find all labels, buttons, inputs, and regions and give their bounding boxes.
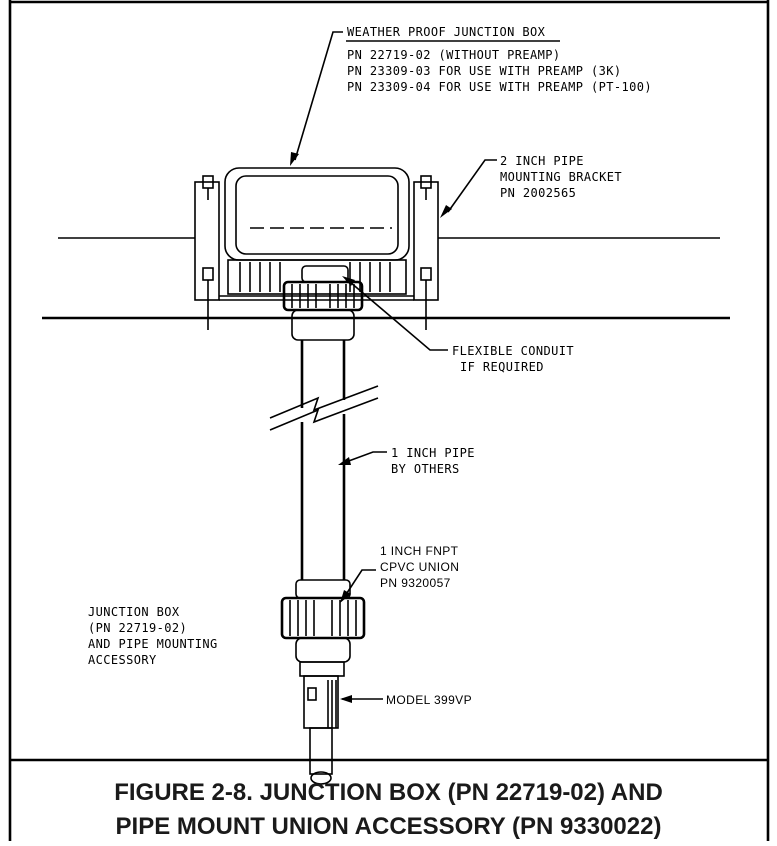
junction-box-title: WEATHER PROOF JUNCTION BOX <box>347 25 546 39</box>
svg-text:2 INCH PIPE: 2 INCH PIPE <box>500 154 584 168</box>
svg-text:BY OTHERS: BY OTHERS <box>391 462 460 476</box>
svg-text:PN 9320057: PN 9320057 <box>380 576 451 590</box>
bracket-bolt <box>420 175 432 330</box>
junction-box-pn-line: PN 23309-03 FOR USE WITH PREAMP (3K) <box>347 64 622 78</box>
svg-text:PN 2002565: PN 2002565 <box>500 186 576 200</box>
cooling-fins <box>239 262 391 292</box>
bottom-union <box>280 579 366 663</box>
pipe-label: 1 INCH PIPE BY OTHERS <box>391 446 475 476</box>
caption-line-2: PIPE MOUNT UNION ACCESSORY (PN 9330022) <box>115 813 662 840</box>
bracket-label: 2 INCH PIPE MOUNTING BRACKET PN 2002565 <box>500 154 622 200</box>
caption-line-1: FIGURE 2-8. JUNCTION BOX (PN 22719-02) A… <box>114 779 663 806</box>
svg-text:1 INCH PIPE: 1 INCH PIPE <box>391 446 475 460</box>
sensor-model-399vp <box>299 661 345 785</box>
junction-box <box>224 167 410 295</box>
svg-text:IF REQUIRED: IF REQUIRED <box>460 360 544 374</box>
junction-box-pn-line: PN 22719-02 (WITHOUT PREAMP) <box>347 48 561 62</box>
figure-caption: FIGURE 2-8. JUNCTION BOX (PN 22719-02) A… <box>0 776 777 844</box>
svg-text:FLEXIBLE CONDUIT: FLEXIBLE CONDUIT <box>452 344 574 358</box>
model-label: MODEL 399VP <box>386 693 472 707</box>
junction-box-pn-line: PN 23309-04 FOR USE WITH PREAMP (PT-100) <box>347 80 652 94</box>
side-note-label: JUNCTION BOX (PN 22719-02) AND PIPE MOUN… <box>88 605 218 667</box>
figure-frame <box>8 0 770 841</box>
horizontal-support-pipe <box>42 237 730 320</box>
svg-text:AND PIPE MOUNTING: AND PIPE MOUNTING <box>88 637 218 651</box>
junction-box-label: WEATHER PROOF JUNCTION BOX PN 22719-02 (… <box>346 25 652 94</box>
vertical-pipe <box>269 340 379 580</box>
conduit-label: FLEXIBLE CONDUIT IF REQUIRED <box>452 344 574 374</box>
svg-text:(PN 22719-02): (PN 22719-02) <box>88 621 187 635</box>
svg-text:ACCESSORY: ACCESSORY <box>88 653 157 667</box>
bracket-bolt <box>202 175 214 330</box>
svg-text:CPVC UNION: CPVC UNION <box>380 560 459 574</box>
svg-text:1 INCH FNPT: 1 INCH FNPT <box>380 544 459 558</box>
leader-lines <box>290 31 497 703</box>
top-union-nut <box>282 265 364 341</box>
svg-text:MOUNTING BRACKET: MOUNTING BRACKET <box>500 170 622 184</box>
svg-text:JUNCTION BOX: JUNCTION BOX <box>88 605 180 619</box>
union-label: 1 INCH FNPT CPVC UNION PN 9320057 <box>380 544 459 590</box>
